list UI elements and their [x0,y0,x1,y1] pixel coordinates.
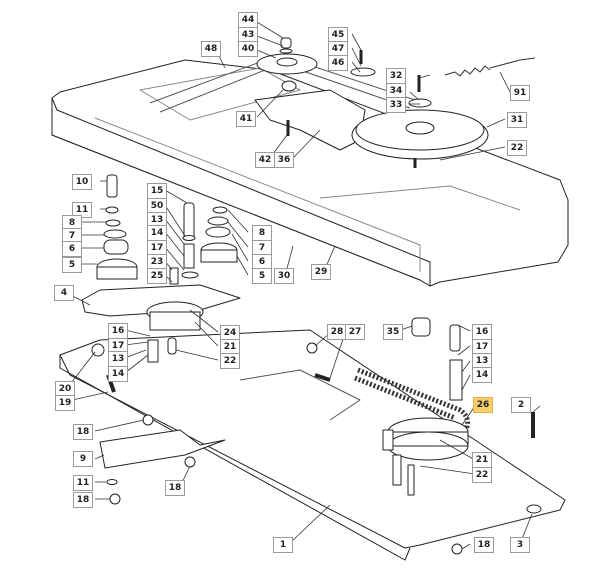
part-label-25[interactable]: 25 [147,268,167,284]
spacer-right [382,429,394,451]
part-label-14-left[interactable]: 14 [108,366,128,382]
part-label-21-right[interactable]: 21 [472,452,492,468]
nut-20 [91,343,105,357]
nut-18d [451,543,463,555]
part-label-48[interactable]: 48 [201,41,221,57]
bushing-35 [411,317,431,337]
part-label-11[interactable]: 11 [72,202,92,218]
part-label-11-lower[interactable]: 11 [73,475,93,491]
belt-48 [149,61,416,113]
cap-28 [306,342,318,354]
bolt-27 [314,373,331,382]
part-label-44[interactable]: 44 [238,12,258,28]
part-label-22-top[interactable]: 22 [507,140,527,156]
part-label-5-left[interactable]: 5 [62,257,82,273]
foot-3 [526,504,542,514]
nut-18b [184,456,196,468]
part-label-40[interactable]: 40 [238,41,258,57]
part-label-91[interactable]: 91 [510,85,530,101]
nut-18a [142,414,154,426]
part-label-30[interactable]: 30 [274,268,294,284]
leader-lines [64,18,541,550]
belt-26[interactable] [354,367,470,442]
shaft-22-right [392,454,402,486]
nut-44 [280,37,292,49]
part-label-15[interactable]: 15 [147,183,167,199]
part-label-35[interactable]: 35 [383,324,403,340]
spacer-13-14 [449,359,463,401]
bracket-9 [99,429,226,469]
part-label-18-middle[interactable]: 18 [165,480,185,496]
bushing-41 [281,80,297,92]
part-label-22-left[interactable]: 22 [220,353,240,369]
part-label-14-upper[interactable]: 14 [147,225,167,241]
part-label-16-left[interactable]: 16 [108,323,128,339]
part-label-31[interactable]: 31 [507,112,527,128]
part-label-14-right[interactable]: 14 [472,367,492,383]
part-label-18-upper[interactable]: 18 [73,424,93,440]
part-label-8-right[interactable]: 8 [252,225,272,241]
part-label-16-right[interactable]: 16 [472,324,492,340]
part-label-28[interactable]: 28 [327,324,347,340]
part-label-18-lower[interactable]: 18 [73,492,93,508]
idler-46 [350,67,376,77]
part-label-27[interactable]: 27 [345,324,365,340]
part-label-4[interactable]: 4 [54,285,74,301]
part-label-22-right[interactable]: 22 [472,467,492,483]
part-label-32[interactable]: 32 [386,68,406,84]
spring-91 [444,57,536,77]
part-label-42[interactable]: 42 [255,152,275,168]
part-label-18-right[interactable]: 18 [474,537,494,553]
part-label-6-left[interactable]: 6 [62,241,82,257]
left-hardware-stack [96,174,138,280]
deck-cover [51,59,569,287]
part-label-9[interactable]: 9 [73,451,93,467]
part-label-36[interactable]: 36 [274,152,294,168]
middle-hardware-stack [169,202,199,285]
part-label-19[interactable]: 19 [55,395,75,411]
idler-33 [408,98,432,108]
part-label-13-left[interactable]: 13 [108,351,128,367]
part-label-46[interactable]: 46 [328,55,348,71]
nut-18c [109,493,121,505]
part-label-5-right[interactable]: 5 [252,268,272,284]
part-label-10[interactable]: 10 [72,174,92,190]
spacer-14 [147,339,159,363]
pin-right [407,464,415,496]
shaft-22-left [167,337,177,355]
part-label-26-highlighted[interactable]: 26 [473,397,493,413]
washer-11b [106,479,118,485]
right-hardware-stack [200,206,238,263]
part-label-33[interactable]: 33 [386,97,406,113]
part-label-41[interactable]: 41 [236,111,256,127]
bolt-16 [449,324,461,352]
part-label-2[interactable]: 2 [511,397,531,413]
part-label-29[interactable]: 29 [311,264,331,280]
part-label-3[interactable]: 3 [510,537,530,553]
part-label-1[interactable]: 1 [273,537,293,553]
washer-43 [279,48,293,54]
bracket-36 [254,89,366,151]
